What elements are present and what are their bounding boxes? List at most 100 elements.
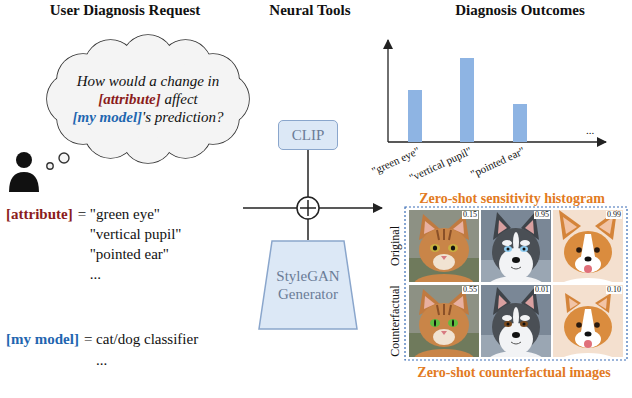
dog-mouth (511, 267, 521, 269)
ellipsis: ... (90, 266, 101, 283)
dog-brow (520, 240, 530, 246)
question-text: How would a change in [attribute] affect… (64, 72, 232, 126)
cat-eye (448, 244, 458, 252)
dog-eye (504, 246, 512, 252)
cat-head (419, 303, 469, 347)
thought-bubble: How would a change in [attribute] affect… (46, 34, 250, 164)
dog-nose (512, 332, 520, 338)
column-heading: User Diagnosis Request (50, 2, 201, 19)
dog-mask (513, 232, 519, 252)
cat-muzzle (433, 329, 455, 345)
question-text-part: 's prediction? (142, 109, 223, 125)
photo-corgi (553, 210, 623, 282)
tool-name: StyleGAN Generator (272, 267, 344, 303)
score-value: 0.95 (534, 211, 550, 219)
photo-background (481, 285, 551, 357)
dog-mask (499, 248, 533, 280)
cat-body (414, 274, 474, 282)
histogram-bar (408, 90, 422, 142)
cloud-body (72, 60, 224, 138)
dog-eye (504, 321, 512, 327)
caption: Zero-shot sensitivity histogram (419, 191, 605, 207)
photo-cat (409, 210, 479, 282)
photo-background (409, 210, 479, 282)
cloud-body (72, 60, 224, 138)
score-value: 0.15 (462, 211, 478, 219)
dog-chest (558, 278, 618, 282)
dog-mouth (511, 342, 521, 344)
generator-trapezoid: StyleGAN Generator (258, 240, 358, 330)
dog-muzzle (575, 330, 601, 348)
user-body (9, 172, 39, 192)
dog-ear-inner (598, 298, 607, 309)
user-head (16, 152, 32, 168)
dog-head (564, 306, 612, 348)
question-text-part: affect (161, 91, 198, 107)
dog-mask (513, 307, 519, 327)
dog-brow (502, 315, 512, 321)
cat-pupil (434, 319, 436, 326)
ellipsis: ... (96, 352, 107, 369)
variable-token: [my model] (6, 331, 79, 348)
cat-pupil (433, 245, 437, 250)
variable-token: [attribute] (6, 206, 73, 223)
cat-head (419, 228, 469, 272)
dog-eye (576, 322, 582, 328)
y-axis (387, 40, 388, 142)
ellipsis: ... (586, 124, 594, 137)
dog-muzzle (575, 255, 601, 273)
score-value: 0.99 (606, 211, 622, 219)
photo-background (409, 285, 479, 357)
cat-body (414, 349, 474, 357)
dog-eye (520, 321, 528, 327)
dog-ear-inner (563, 217, 577, 234)
thought-tail (59, 153, 69, 163)
score-value: 0.55 (462, 286, 478, 294)
axis-tick-label: "pointed ear" (469, 144, 527, 180)
dog-pupil (507, 248, 510, 251)
row-label: Original (389, 226, 403, 266)
trapezoid-shape (259, 241, 357, 329)
question-text-part: How would a change in (77, 73, 220, 89)
attribute-value: = "green eye" (78, 206, 160, 223)
dog-pupil (523, 323, 526, 326)
score-value: 0.10 (606, 286, 622, 294)
combine-symbol (297, 197, 319, 219)
dog-mask (499, 323, 533, 355)
input-line (243, 207, 297, 209)
cat-eye (448, 319, 458, 327)
photo-husky (481, 210, 551, 282)
attribute-value: "vertical pupil" (90, 226, 182, 243)
dog-ear-inner (599, 217, 613, 234)
dog-ear-inner (569, 298, 578, 309)
dog-tongue (584, 265, 592, 273)
cat-nose (441, 331, 447, 335)
photo-background (553, 285, 623, 357)
output-arrow (319, 207, 382, 209)
histogram-bar (513, 104, 527, 142)
tool-line (307, 219, 309, 240)
dog-eye (520, 246, 528, 252)
column-heading: Diagnosis Outcomes (455, 2, 585, 19)
dog-pupil (507, 323, 510, 326)
image-grid (409, 210, 623, 373)
photo-cat (409, 285, 479, 357)
thought-tail (47, 163, 53, 169)
dog-brow (502, 240, 512, 246)
dog-head (492, 303, 540, 351)
photo-background (481, 210, 551, 282)
tool-box: CLIP (278, 120, 338, 150)
question-text-part: [my model] (73, 109, 143, 125)
row-label: Counterfactual (389, 285, 403, 356)
question-text-part: [attribute] (98, 91, 161, 107)
dog-head (492, 228, 540, 276)
cat-stripes (437, 304, 451, 315)
cat-muzzle (433, 254, 455, 270)
dog-eye (594, 247, 600, 253)
cat-stripes (437, 229, 451, 240)
dog-brow (520, 315, 530, 321)
dog-tongue (584, 340, 592, 348)
tool-line (307, 150, 309, 197)
tool-name: CLIP (292, 126, 325, 144)
